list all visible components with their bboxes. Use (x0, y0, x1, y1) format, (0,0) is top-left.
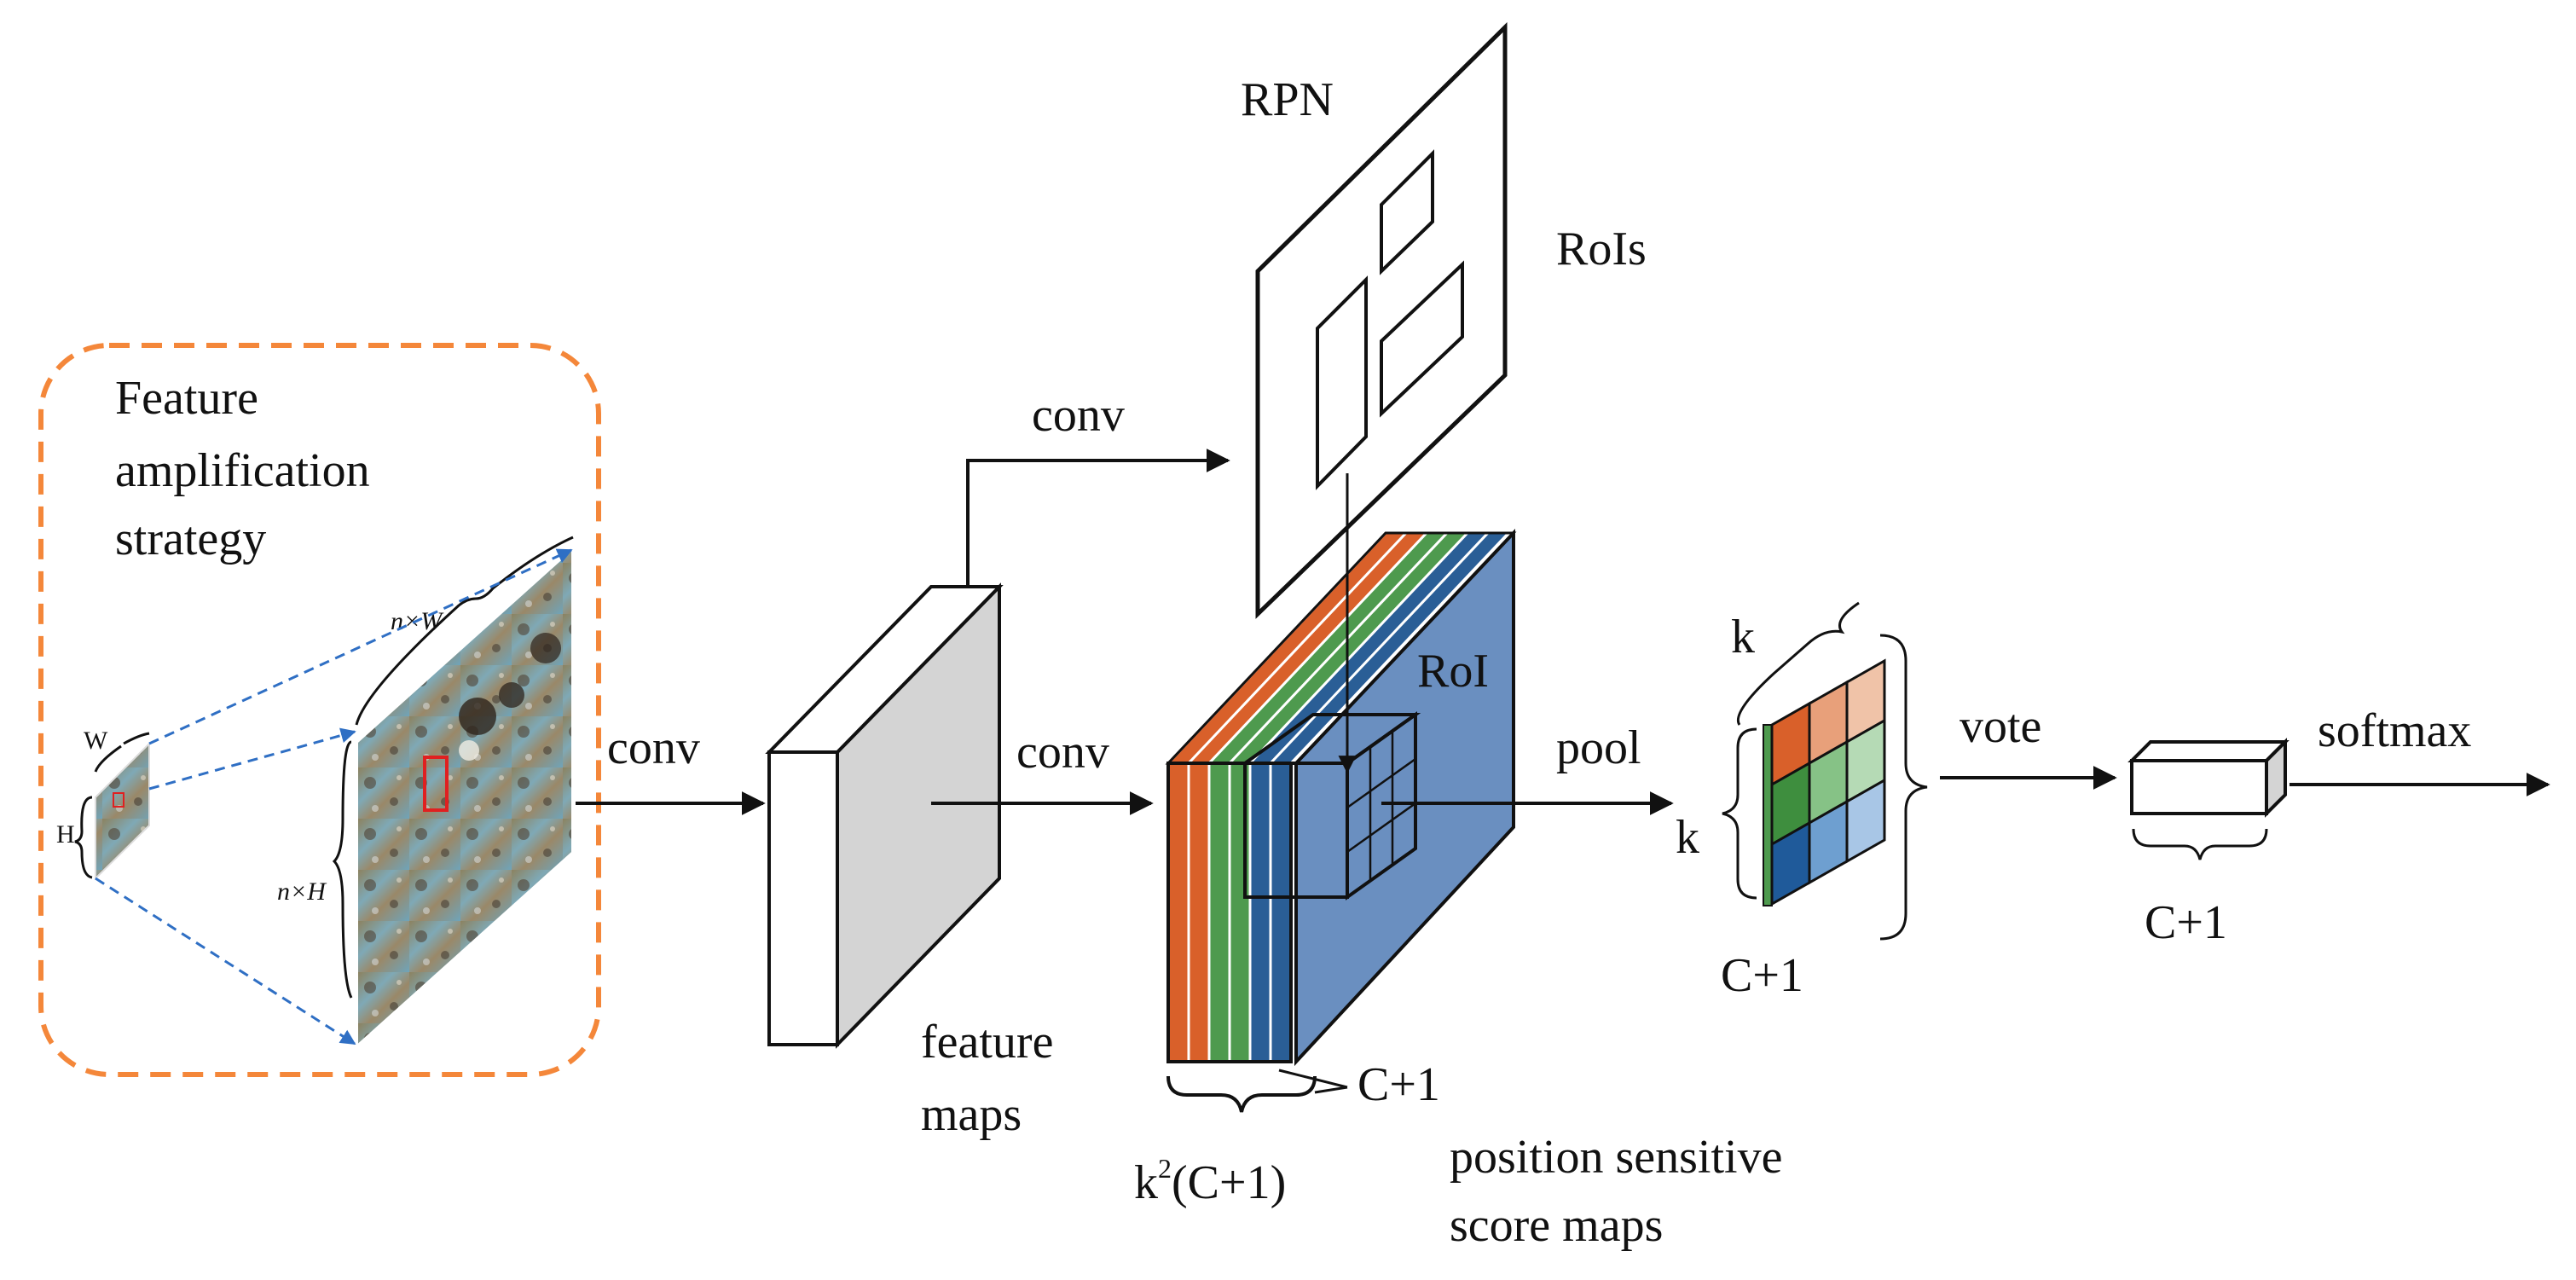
nh-brace (332, 740, 353, 999)
c1-vote-label: C+1 (2145, 896, 2227, 949)
large-image (355, 543, 575, 1051)
k-top-label: k (1731, 611, 1755, 663)
rpn-label: RPN (1241, 73, 1334, 126)
c1-pooled-label: C+1 (1721, 949, 1803, 1002)
vote-output-box (2127, 738, 2289, 818)
position-sensitive-line-2: score maps (1450, 1199, 1663, 1252)
rois-label: RoIs (1556, 223, 1647, 275)
stack-slice-front (1228, 762, 1252, 1063)
roi-box-3 (1380, 260, 1464, 418)
softmax-label: softmax (2318, 704, 2471, 757)
feature-maps-label-line-1: feature (921, 1016, 1053, 1069)
rpn-panel (1255, 22, 1508, 619)
projection-line-top (148, 548, 573, 745)
feature-amplification-line-1: Feature (115, 372, 258, 425)
conv-label-2: conv (1016, 726, 1109, 779)
k2-brace (1166, 1075, 1317, 1113)
conv-arrow-rpn (966, 449, 1230, 587)
score-map-stack (1165, 528, 1517, 1067)
c1-stack-brace (1278, 1069, 1348, 1094)
small-h-brace (74, 796, 93, 879)
pooled-grid-cells (1770, 658, 1886, 906)
large-image-red-box (423, 756, 449, 812)
small-image-red-box (113, 792, 124, 808)
k2-label: k2(C+1) (1134, 1153, 1286, 1209)
dashed-frame (38, 343, 601, 1077)
pooled-cell (1845, 778, 1886, 864)
feature-amplification-group: Feature amplification strategy W H n×W n… (38, 343, 601, 1077)
roi-label: RoI (1417, 645, 1489, 698)
roi-box-2 (1316, 275, 1368, 490)
conv-label-1: conv (607, 721, 700, 774)
feature-maps-front (767, 750, 839, 1046)
nw-brace (355, 536, 574, 726)
roi-grid (1346, 731, 1416, 881)
rpn-frame (1255, 22, 1508, 619)
vote-label: vote (1959, 700, 2041, 753)
stack-slice-front (1248, 762, 1272, 1063)
projection-line-bottom (95, 877, 356, 1045)
pool-label: pool (1556, 721, 1641, 774)
conv-label-rpn: conv (1032, 389, 1125, 442)
vote-output-brace (2132, 828, 2268, 860)
small-w-brace (94, 732, 150, 773)
small-w-label: W (84, 727, 108, 755)
pooled-right-brace (1879, 634, 1928, 941)
feature-maps-block (765, 582, 1004, 1049)
stack-slice-front (1166, 762, 1190, 1063)
position-sensitive-line-1: position sensitive (1450, 1131, 1782, 1184)
stack-slice-front (1207, 762, 1231, 1063)
pooled-grid-side (1763, 724, 1773, 906)
k-top-brace (1737, 601, 1860, 726)
stack-slice-front (1269, 762, 1293, 1063)
k-left-label: k (1676, 811, 1699, 864)
projection-line-mid (148, 727, 356, 791)
roi-cube (1239, 711, 1421, 901)
c1-stack-label: C+1 (1357, 1058, 1440, 1111)
stack-slice-front (1187, 762, 1211, 1063)
feature-amplification-line-3: strategy (115, 513, 266, 565)
k-left-brace (1722, 727, 1757, 900)
nh-label: n×H (277, 877, 327, 906)
small-h-label: H (56, 820, 75, 849)
roi-box-1 (1380, 149, 1434, 275)
feature-amplification-line-2: amplification (115, 444, 370, 497)
feature-maps-label-line-2: maps (921, 1088, 1022, 1141)
pooled-grid (1763, 658, 1886, 906)
small-image (95, 741, 150, 881)
